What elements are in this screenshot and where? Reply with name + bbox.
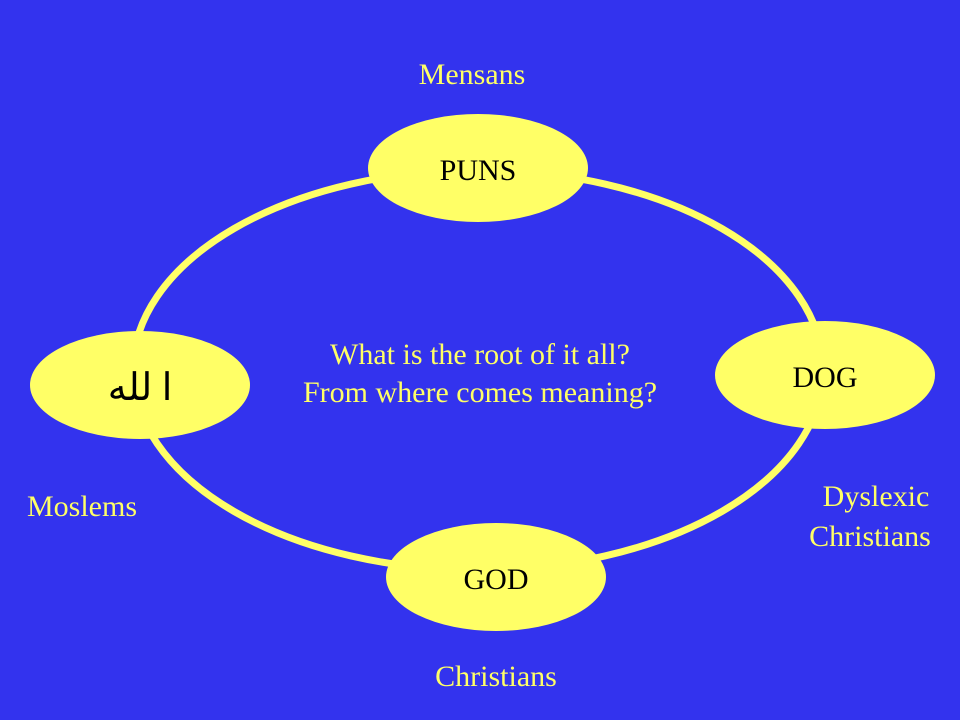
label-top: Mensans xyxy=(419,58,526,91)
center-question-line1: What is the root of it all? xyxy=(330,338,630,371)
label-right-line2: Christians xyxy=(809,520,931,553)
node-right: DOG xyxy=(715,321,935,429)
center-question-line2: From where comes meaning? xyxy=(303,376,657,409)
node-right-shape xyxy=(715,321,935,429)
label-bottom: Christians xyxy=(435,660,557,693)
node-bottom-shape xyxy=(386,523,606,631)
node-left: ا لله xyxy=(30,331,250,439)
node-bottom-label: GOD xyxy=(464,563,529,596)
node-bottom: GOD xyxy=(386,523,606,631)
label-left: Moslems xyxy=(27,490,137,523)
node-right-label: DOG xyxy=(793,361,858,394)
node-left-label: ا لله xyxy=(108,367,173,409)
node-top-label: PUNS xyxy=(440,154,517,187)
label-right-line1: Dyslexic xyxy=(823,480,930,513)
node-top: PUNS xyxy=(368,114,588,222)
node-left-shape xyxy=(30,331,250,439)
node-top-shape xyxy=(368,114,588,222)
